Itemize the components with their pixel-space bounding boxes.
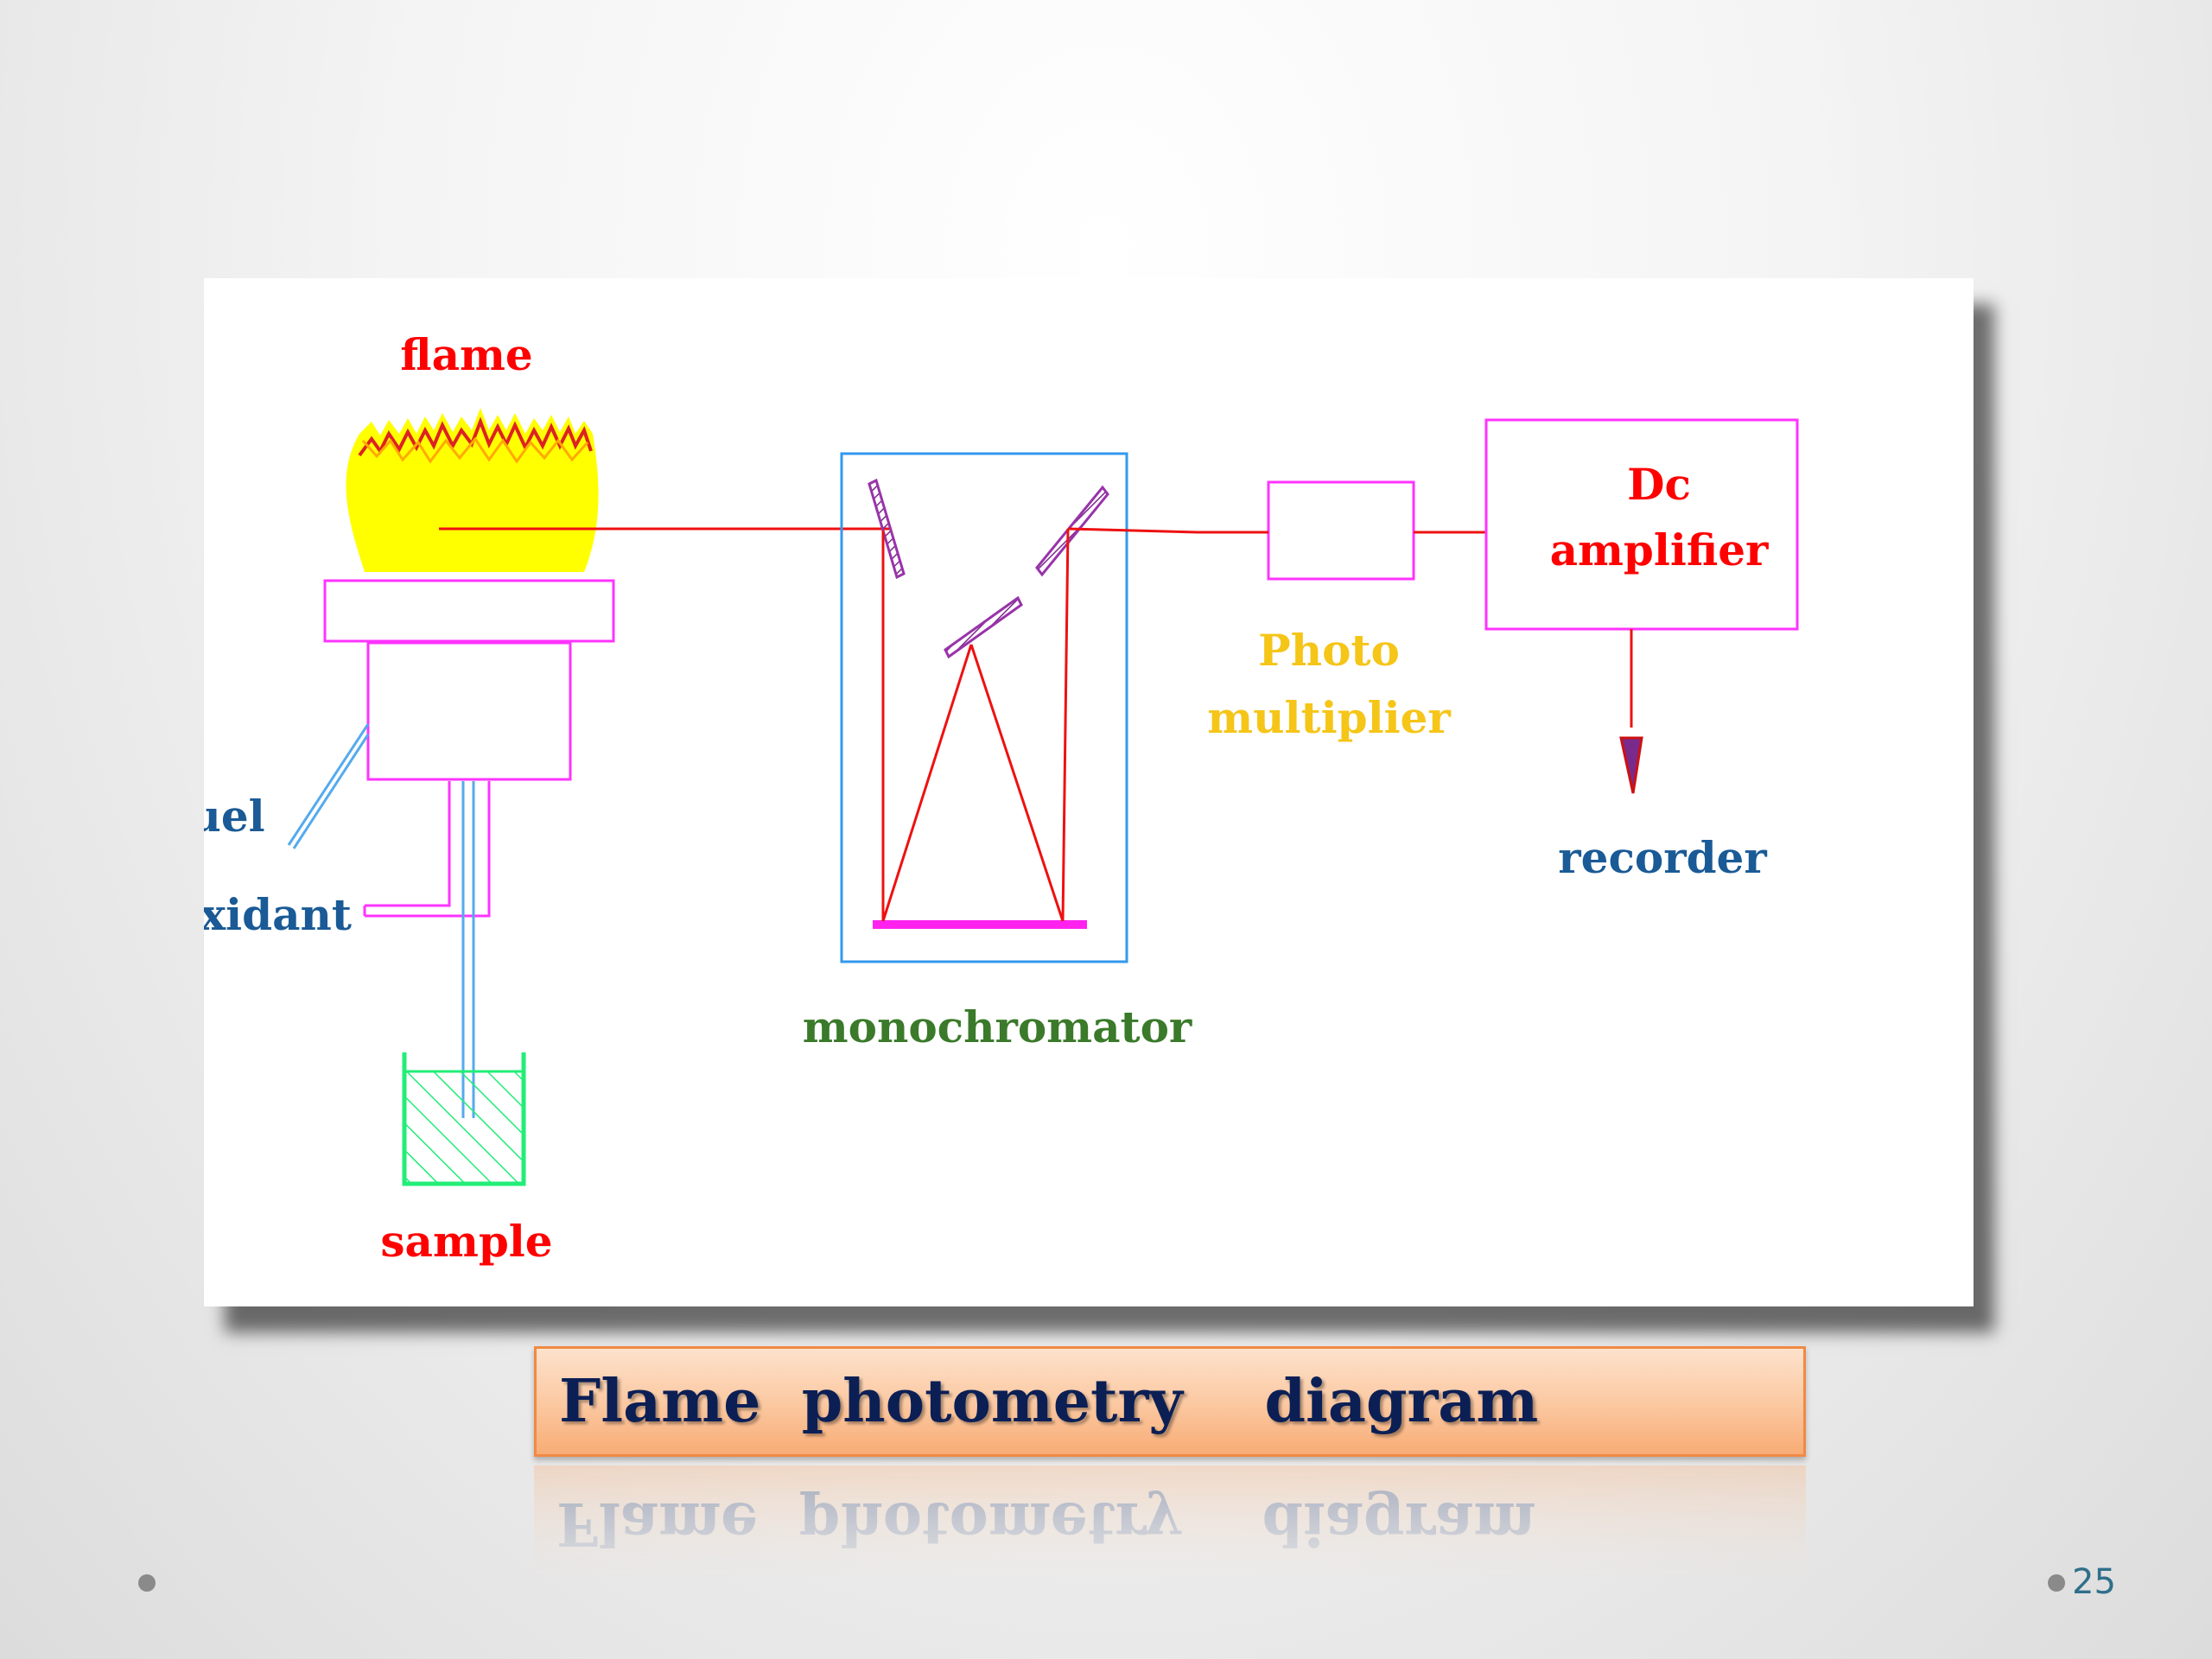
- flame-photometry-diagram: flame fuel oxidant sample monochromator …: [204, 329, 1799, 1267]
- sample-label: sample: [380, 1216, 552, 1267]
- caption-box: Flame photometry diagram: [534, 1346, 1806, 1457]
- caption-reflection: Flame photometry diagram: [534, 1465, 1806, 1586]
- photomultiplier-box: [1267, 480, 1415, 581]
- monochromator-light-paths: [881, 527, 1198, 922]
- monochromator-mirror-center: [944, 595, 1023, 659]
- monochromator-mirror-exit: [1035, 485, 1109, 577]
- diagram-card: flame fuel oxidant sample monochromator …: [204, 278, 1974, 1306]
- dc-amplifier-box: [1484, 418, 1799, 631]
- fuel-pipe: [287, 723, 370, 849]
- flame-label: flame: [400, 329, 532, 380]
- photomultiplier-label-line2: multiplier: [1207, 692, 1451, 743]
- right-bullet-dot: [2048, 1574, 2065, 1592]
- oxidant-label: oxidant: [204, 889, 352, 940]
- photomultiplier-label-line1: Photo: [1258, 625, 1400, 676]
- recorder-label: recorder: [1558, 832, 1767, 883]
- monochromator-label: monochromator: [803, 1001, 1192, 1052]
- oxidant-pipe: [363, 781, 491, 918]
- monochromator-mirror-entry: [868, 478, 906, 580]
- recorder-arrow: [1619, 629, 1643, 794]
- monochromator-box: [840, 452, 1128, 963]
- sample-beaker: [402, 1052, 526, 1186]
- page-number: 25: [2072, 1562, 2116, 1602]
- flame-shape: [346, 408, 599, 572]
- sample-capillary: [461, 781, 475, 1118]
- burner-chamber: [366, 641, 572, 781]
- left-bullet-dot: [138, 1574, 156, 1592]
- burner-head: [323, 579, 615, 643]
- dc-amplifier-label-line1: Dc: [1627, 459, 1691, 510]
- dc-amplifier-label-line2: amplifier: [1550, 524, 1769, 575]
- caption-title: Flame photometry diagram: [559, 1367, 1539, 1436]
- caption-reflection-text: Flame photometry diagram: [556, 1489, 1536, 1558]
- fuel-label: fuel: [204, 791, 265, 842]
